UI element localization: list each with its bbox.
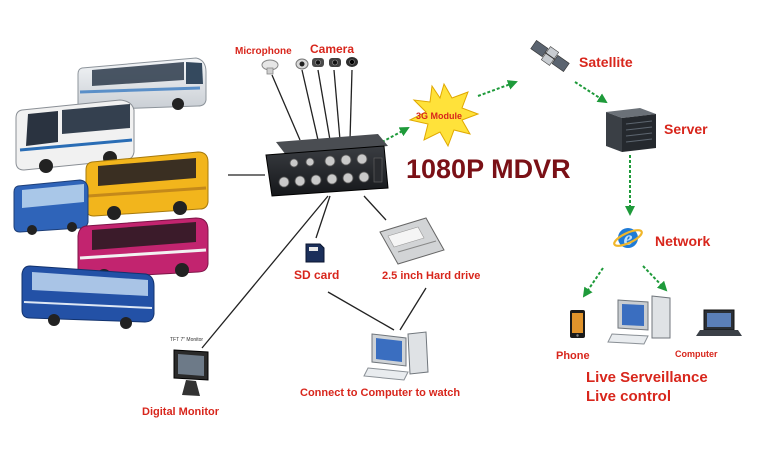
mdvr-device-icon	[265, 134, 389, 197]
network-globe-icon: e	[613, 228, 643, 250]
camera-cable-1	[301, 69, 319, 141]
sd-to-pc-line	[327, 291, 395, 331]
hard-drive-icon	[379, 217, 445, 265]
harddrive-cable	[363, 195, 387, 221]
live-surveillance-label: Live Serveillance	[586, 369, 708, 386]
phone-icon	[570, 310, 585, 338]
computer-label: Computer	[675, 349, 718, 359]
server-icon	[606, 108, 656, 152]
monitor-tag: TFT 7" Monitor	[170, 337, 204, 343]
laptop-icon	[696, 309, 742, 336]
hdd-to-pc-line	[399, 287, 427, 331]
microphone-label: Microphone	[235, 46, 292, 57]
live-control-label: Live control	[586, 388, 672, 405]
camera-icon	[295, 57, 358, 70]
camera-cable-2	[317, 69, 331, 141]
network-label: Network	[655, 233, 711, 249]
arrow-mdvr-to-module	[381, 127, 410, 143]
bus-icon	[13, 57, 209, 329]
svg-text:e: e	[624, 228, 633, 250]
satellite-label: Satellite	[579, 54, 633, 70]
microphone-icon	[261, 59, 279, 75]
camera-label: Camera	[310, 42, 355, 56]
bus-white-city	[15, 99, 135, 173]
arrow-satellite-to-server	[574, 81, 608, 104]
mic-cable	[271, 74, 301, 141]
bus-blue	[13, 179, 89, 235]
desktop-computer-icon-right	[607, 295, 671, 345]
sdcard-cable	[315, 195, 331, 239]
arrow-network-to-phone	[582, 267, 604, 298]
sd-card-icon	[305, 243, 325, 263]
satellite-icon	[530, 40, 570, 72]
monitor-icon	[173, 349, 209, 396]
camera-cable-4	[349, 69, 353, 141]
camera-cable-3	[333, 69, 341, 141]
connect-label: Connect to Computer to watch	[300, 387, 461, 399]
arrow-module-to-satellite	[477, 80, 518, 97]
mdvr-title: 1080P MDVR	[406, 154, 571, 184]
module-starburst	[408, 82, 480, 148]
bus-magenta	[77, 217, 209, 283]
sd-card-label: SD card	[294, 268, 340, 282]
phone-label: Phone	[556, 350, 590, 362]
connection-lines	[201, 69, 427, 349]
digital-monitor-label: Digital Monitor	[142, 406, 219, 418]
bus-yellow	[85, 151, 209, 220]
bus-blue-coach	[21, 265, 155, 329]
arrow-network-to-computer	[642, 265, 668, 292]
hard-drive-label: 2.5 inch Hard drive	[382, 270, 481, 282]
monitor-cable	[201, 195, 329, 349]
server-label: Server	[664, 121, 708, 137]
module-label: 3G Module	[416, 111, 463, 121]
green-arrows	[381, 80, 668, 298]
desktop-computer-icon	[363, 331, 429, 381]
bus-white-coach	[77, 57, 207, 114]
